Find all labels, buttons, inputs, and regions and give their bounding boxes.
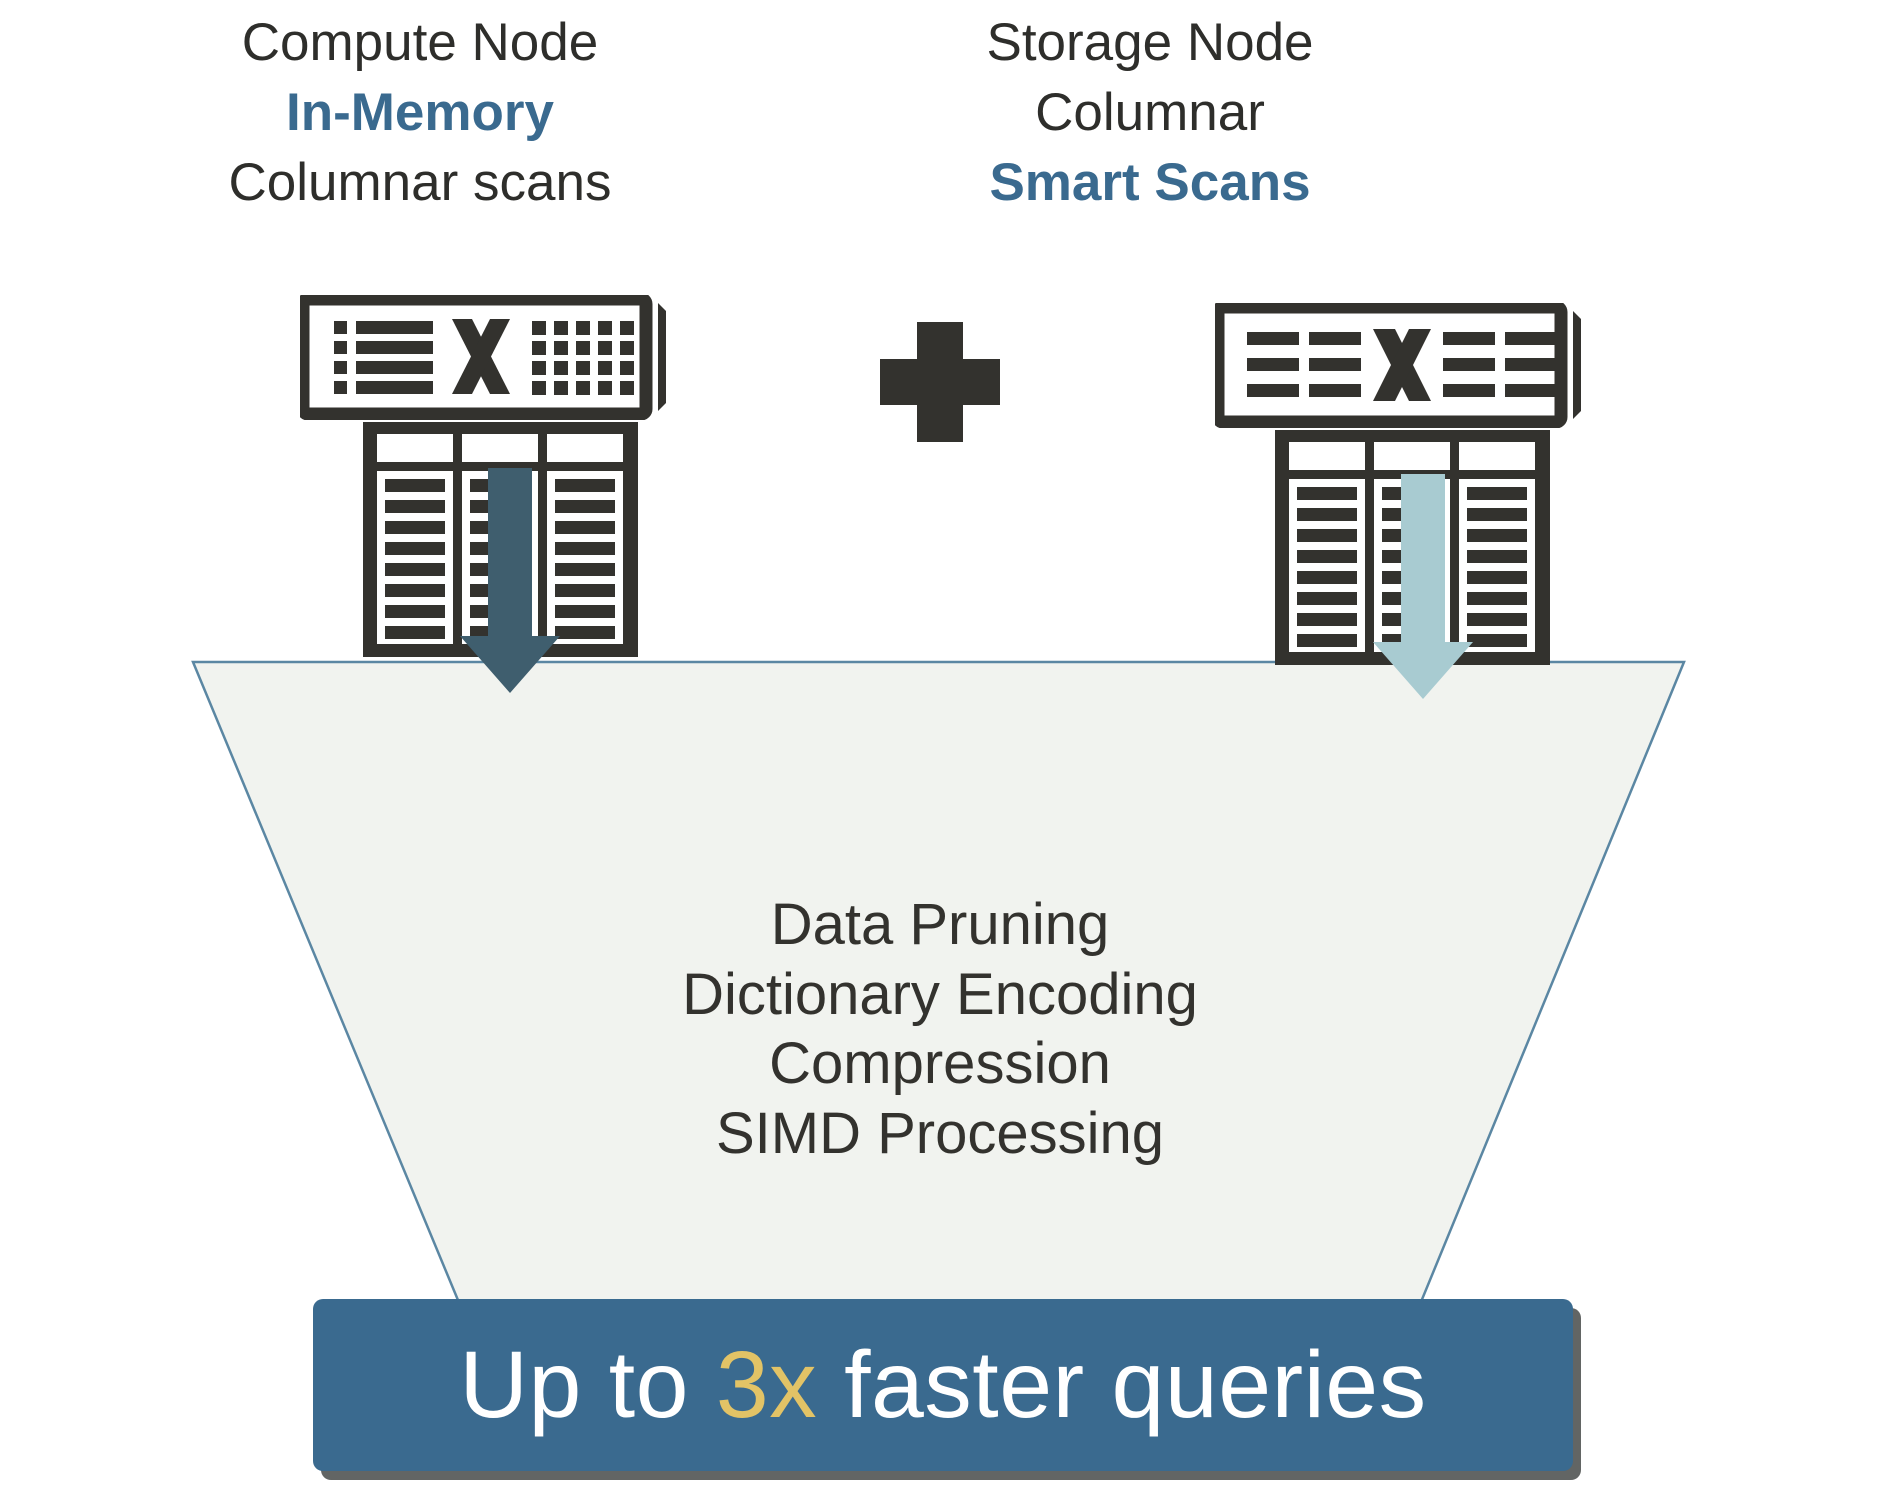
storage-node-line-2: Columnar [1035,82,1265,142]
down-arrow-dark-icon [460,468,560,693]
storage-node-line-1: Storage Node [986,13,1314,72]
funnel-technique-1: Data Pruning [770,892,1110,957]
result-banner-text: Up to 3x faster queries [459,1331,1426,1440]
table-row-scan-icon [300,295,666,420]
result-banner-highlight: 3x [715,1331,818,1438]
down-arrow-light-icon [1373,474,1473,699]
compute-node-line-3: Columnar scans [228,152,612,212]
compute-node-line-2: In-Memory [286,82,554,142]
result-banner: Up to 3x faster queries [313,1299,1573,1471]
plus-icon-horizontal-bar [880,359,1000,405]
funnel-techniques-list: Data Pruning Dictionary Encoding Compres… [440,890,1440,1168]
compute-node-line-1: Compute Node [241,13,599,72]
compute-node-labels: Compute Node In-Memory Columnar scans [150,8,690,218]
result-banner-prefix: Up to [459,1331,716,1438]
funnel-technique-4: SIMD Processing [715,1100,1165,1166]
funnel-technique-2: Dictionary Encoding [682,961,1198,1027]
funnel-technique-3: Compression [769,1031,1111,1097]
table-block-scan-icon [1215,303,1581,428]
result-banner-suffix: faster queries [817,1331,1427,1438]
plus-icon [880,322,1000,442]
storage-node-line-3: Smart Scans [989,152,1311,212]
storage-node-labels: Storage Node Columnar Smart Scans [880,8,1420,218]
